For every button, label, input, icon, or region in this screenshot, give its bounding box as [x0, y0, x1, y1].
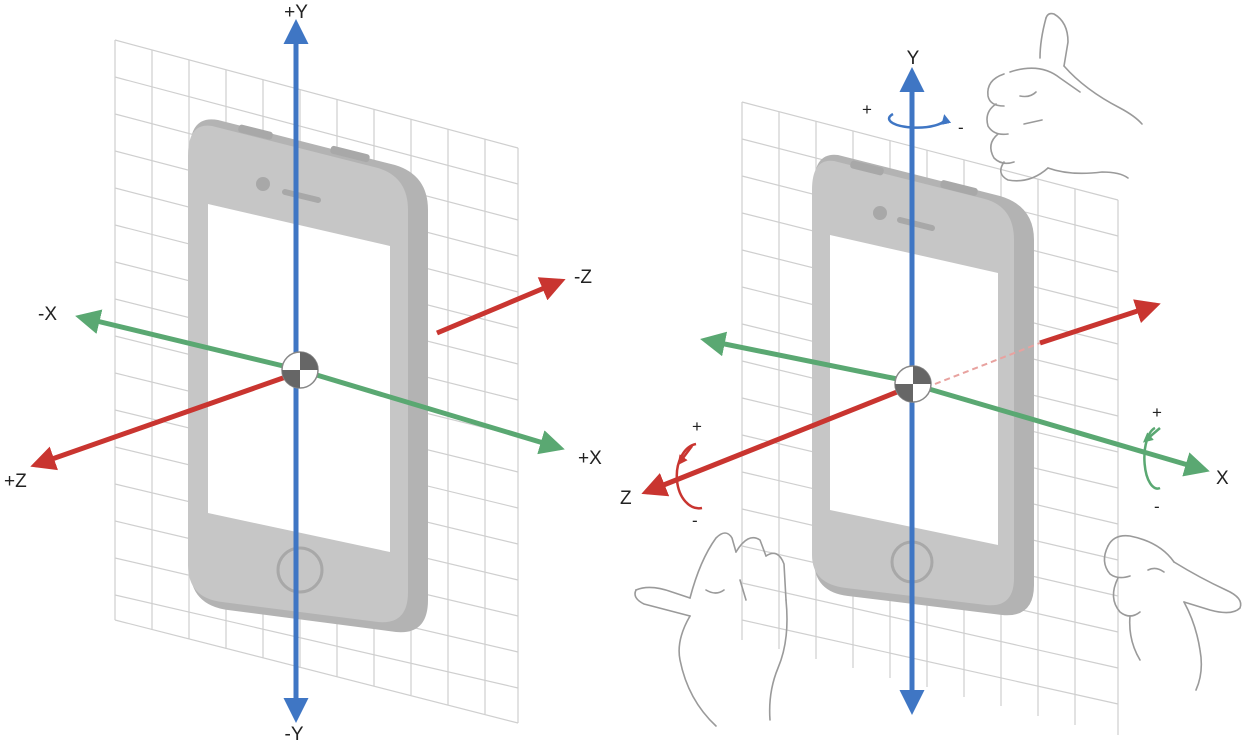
left-neg-z-label: -Z	[574, 267, 592, 288]
left-axes	[30, 18, 566, 723]
left-pos-y-label: +Y	[284, 2, 308, 23]
right-diagram: Y X Z + - + - + -	[620, 12, 1242, 735]
left-neg-x-axis	[75, 309, 301, 373]
right-x-label: X	[1216, 468, 1229, 489]
pointing-hand-icon	[634, 532, 788, 727]
right-z-axis-back	[1039, 299, 1161, 346]
y-rotation-minus-sign: -	[958, 118, 964, 137]
left-pos-x-axis	[299, 367, 565, 455]
right-y-label: Y	[907, 48, 920, 69]
thumb-right-hand-icon	[1103, 534, 1242, 691]
z-rotation-minus-sign: -	[692, 511, 698, 530]
z-rotation-plus-sign: +	[692, 417, 702, 436]
right-phone-camera-icon	[873, 206, 887, 220]
right-z-axis	[641, 383, 913, 497]
right-z-label: Z	[620, 488, 632, 509]
left-pos-x-label: +X	[578, 448, 602, 469]
left-diagram: +Y -Y +X -X +Z -Z	[4, 2, 602, 745]
thumbs-up-hand-icon	[986, 12, 1143, 182]
left-neg-y-label: -Y	[285, 724, 304, 745]
right-origin-marker	[894, 365, 932, 403]
z-rotation-arrow-icon	[675, 442, 703, 510]
left-pos-z-label: +Z	[4, 471, 27, 492]
right-x-axis-back	[700, 331, 913, 385]
right-x-axis	[911, 381, 1210, 477]
right-axes	[641, 67, 1210, 715]
x-rotation-minus-sign: -	[1154, 497, 1160, 516]
left-phone-camera-icon	[256, 177, 270, 191]
x-rotation-arrow-icon	[1142, 426, 1161, 490]
y-rotation-arrow-icon	[887, 112, 952, 129]
left-pos-z-axis	[30, 369, 301, 471]
left-origin-marker	[281, 351, 319, 389]
left-neg-x-label: -X	[38, 304, 57, 325]
right-z-axis-dashed	[934, 342, 1041, 385]
y-rotation-plus-sign: +	[862, 100, 872, 119]
left-neg-z-axis	[436, 277, 566, 336]
x-rotation-plus-sign: +	[1152, 403, 1162, 422]
